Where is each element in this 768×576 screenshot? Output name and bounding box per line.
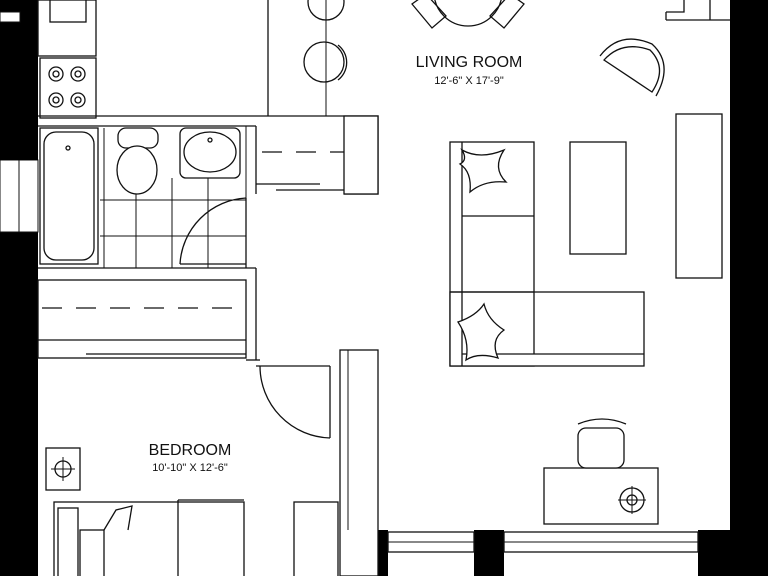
dining-table xyxy=(411,0,525,29)
throw-pillow-top xyxy=(458,148,508,194)
stove-burners xyxy=(48,66,86,108)
bathroom-sink xyxy=(179,127,241,179)
bedroom-name: BEDROOM xyxy=(149,442,232,459)
desk-chair xyxy=(577,418,627,469)
left-windows xyxy=(0,11,39,233)
partition-wall xyxy=(339,349,379,576)
bathtub xyxy=(39,127,99,265)
closet xyxy=(37,268,260,361)
throw-pillow-bottom xyxy=(456,302,506,362)
media-console xyxy=(675,113,723,279)
bedroom xyxy=(45,349,379,576)
bottom-windows xyxy=(387,531,699,553)
living-room-dimensions: 12'-6" X 17'-9" xyxy=(434,75,504,87)
bedroom-door xyxy=(259,365,331,439)
toilet xyxy=(116,127,159,195)
living-room xyxy=(411,0,730,525)
bottom-wall-right-pier xyxy=(698,530,730,576)
sectional-sofa xyxy=(449,141,645,367)
coffee-table xyxy=(569,141,627,255)
shelf xyxy=(665,0,730,21)
accent-chair xyxy=(599,38,665,97)
floor-tiles xyxy=(100,126,247,268)
kitchen xyxy=(37,0,348,119)
bar-stools xyxy=(303,0,348,83)
right-wall xyxy=(730,0,768,576)
bottom-wall-mid-pier xyxy=(474,530,504,576)
sink xyxy=(49,0,87,23)
stove xyxy=(39,57,97,119)
bathroom xyxy=(38,115,379,269)
living-room-name: LIVING ROOM xyxy=(416,54,523,71)
desk xyxy=(543,467,659,525)
bathroom-door xyxy=(179,197,247,268)
bedroom-dimensions: 10'-10" X 12'-6" xyxy=(152,462,228,474)
dresser xyxy=(293,501,339,576)
bed xyxy=(53,499,245,576)
nightstand xyxy=(45,447,81,491)
